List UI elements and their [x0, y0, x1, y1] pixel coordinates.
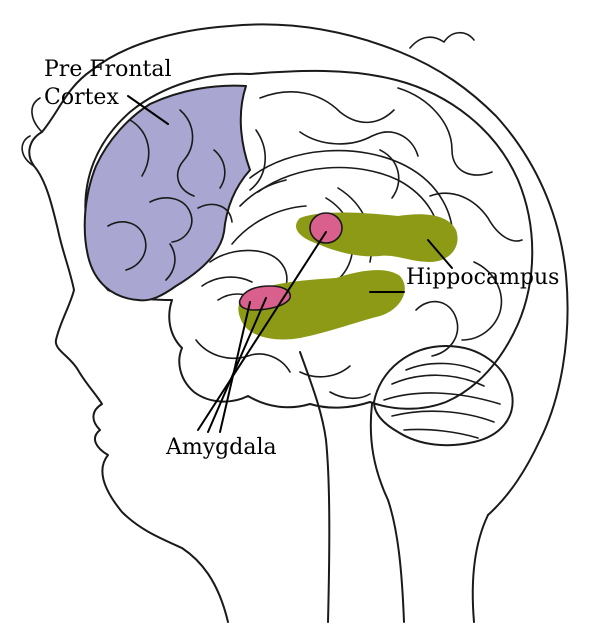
prefrontal-cortex-region [83, 84, 251, 302]
prefrontal-label-line2: Cortex [44, 85, 119, 110]
prefrontal-leader [127, 95, 169, 125]
hair-tuft [21, 31, 475, 167]
amygdala-upper [309, 212, 343, 244]
amygdala-leader-1 [197, 231, 327, 431]
pons-detail [329, 391, 371, 400]
hippocampus-label: Hippocampus [406, 265, 559, 290]
cerebellum [373, 345, 514, 447]
neck-outline [471, 514, 489, 623]
brain-outline [84, 69, 534, 410]
prefrontal-gyri [107, 109, 233, 281]
amygdala-label: Amygdala [165, 435, 277, 460]
brainstem [299, 351, 331, 623]
amygdala-leader-2 [207, 297, 267, 433]
head-outline [28, 23, 569, 623]
amygdala-leader-3 [219, 301, 251, 433]
prefrontal-label-line1: Pre Frontal [44, 57, 172, 82]
hippocampus-leader-upper [427, 239, 453, 269]
brain-gyri [195, 87, 523, 378]
brainstem-back [369, 403, 405, 623]
leader-lines [127, 95, 453, 433]
